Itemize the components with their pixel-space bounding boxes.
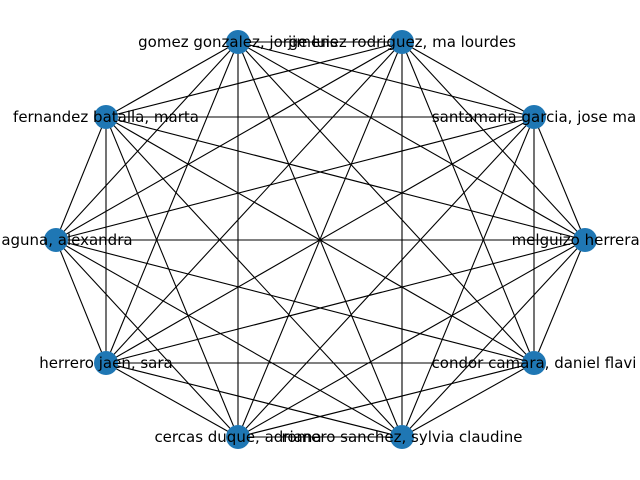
- edge-n1-n9: [105, 41, 403, 118]
- edge-n3-n6: [237, 239, 586, 438]
- edge-n3-n7: [105, 239, 586, 364]
- node-n4: [522, 351, 546, 375]
- edge-n4-n6: [237, 362, 535, 438]
- edge-n6-n7: [105, 362, 239, 438]
- edge-n3-n9: [105, 116, 586, 241]
- node-label-n2: santamaria garcia, jose ma: [432, 108, 636, 126]
- edge-n6-n8: [55, 239, 239, 438]
- edge-n1-n3: [401, 41, 586, 241]
- node-label-n7: herrero jaen, sara: [39, 354, 172, 372]
- node-n0: [226, 30, 250, 54]
- node-n2: [522, 105, 546, 129]
- edge-n3-n4: [533, 239, 586, 364]
- edge-n4-n9: [105, 116, 535, 364]
- node-label-n4: condor camara, daniel flavi: [432, 354, 637, 372]
- node-n5: [390, 425, 414, 449]
- node-label-n3: melguizo herrera, e: [512, 231, 640, 249]
- edge-n2-n5: [401, 116, 535, 438]
- edge-n0-n7: [105, 41, 239, 364]
- edge-n1-n2: [401, 41, 535, 118]
- edge-n2-n8: [55, 116, 535, 241]
- edge-n5-n9: [105, 116, 403, 438]
- edge-n8-n9: [55, 116, 107, 241]
- edge-n5-n8: [55, 239, 403, 438]
- node-label-n0: gomez gonzalez, jorge luis: [138, 33, 338, 51]
- node-n6: [226, 425, 250, 449]
- node-n8: [44, 228, 68, 252]
- node-label-n8: ez aguna, alexandra: [0, 231, 133, 249]
- node-label-n1: jimenez rodriguez, ma lourdes: [287, 33, 516, 51]
- node-n7: [94, 351, 118, 375]
- edge-n2-n3: [533, 116, 586, 241]
- edge-n0-n9: [105, 41, 239, 118]
- edge-n5-n7: [105, 362, 403, 438]
- node-n1: [390, 30, 414, 54]
- node-layer: [44, 30, 597, 449]
- node-n3: [573, 228, 597, 252]
- node-n9: [94, 105, 118, 129]
- node-label-n6: cercas duque, adriana: [154, 428, 321, 446]
- edge-n1-n8: [55, 41, 403, 241]
- edge-n4-n5: [401, 362, 535, 438]
- node-label-n5: romero sanchez, sylvia claudine: [282, 428, 523, 446]
- edge-n6-n9: [105, 116, 239, 438]
- edge-n7-n8: [55, 239, 107, 364]
- edge-n3-n5: [401, 239, 586, 438]
- edge-layer: [55, 41, 586, 438]
- edge-n2-n6: [237, 116, 535, 438]
- edge-n1-n4: [401, 41, 535, 364]
- edge-n4-n8: [55, 239, 535, 364]
- node-label-n9: fernandez batalla, marta: [13, 108, 199, 126]
- edge-n0-n3: [237, 41, 586, 241]
